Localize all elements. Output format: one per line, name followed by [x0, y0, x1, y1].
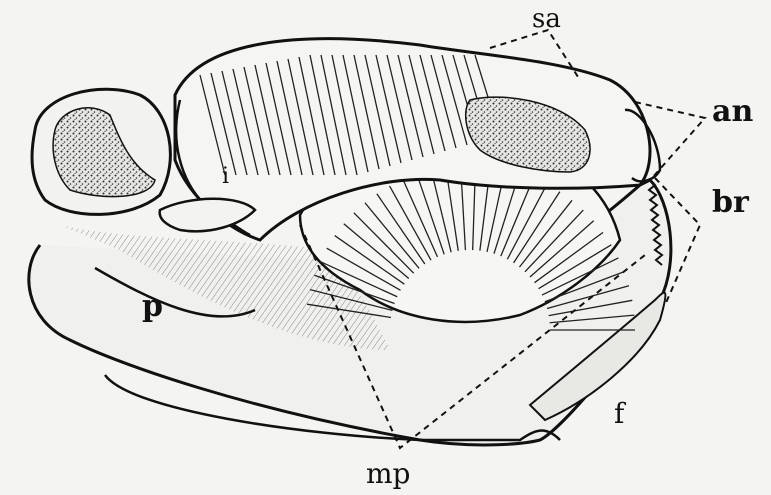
label-an: an: [712, 97, 753, 127]
label-sa: sa: [532, 6, 561, 32]
label-f: f: [614, 400, 624, 428]
label-mp: mp: [366, 460, 410, 488]
label-br: br: [712, 188, 749, 218]
label-i: i: [222, 166, 229, 188]
label-p: p: [142, 292, 163, 322]
